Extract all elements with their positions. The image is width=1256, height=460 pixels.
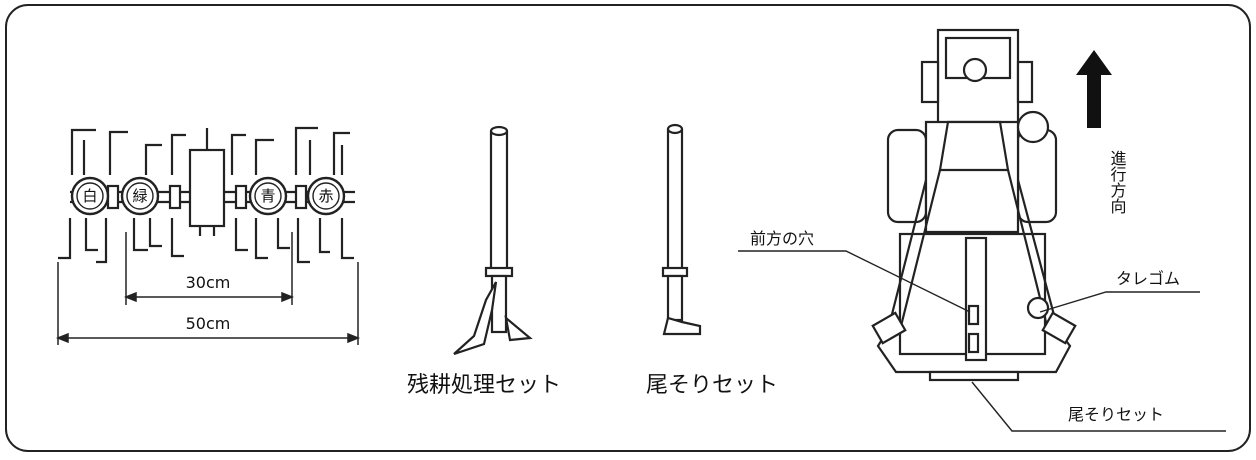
wheel-red [306,176,346,216]
callout-lines [738,250,1226,432]
dimension-lines [55,232,361,345]
tare-gum-label: タレゴム [1116,269,1180,288]
dim-label-30cm: 30cm [186,273,231,292]
outer-frame [5,4,1251,452]
wheel-white [70,176,110,216]
machine-illustration [871,28,1077,382]
tail-set-illustration [661,123,702,336]
wheel-blue [248,176,288,216]
machine-tail-set-label: 尾そりセット [1068,405,1164,424]
cultivator-illustration [58,126,355,264]
direction-arrow-icon [1076,50,1112,128]
wheel-label-green: 緑 [132,187,147,205]
dim-label-50cm: 50cm [186,314,231,333]
wheel-label-white: 白 [82,187,97,205]
wheel-label-blue: 青 [260,187,275,205]
wheel-label-red: 赤 [318,187,333,205]
tail-set-caption: 尾そりセット [646,373,778,398]
wheel-green [120,176,160,216]
front-hole-label: 前方の穴 [750,229,814,248]
residue-set-caption: 残耕処理セット [407,373,561,398]
direction-label: 進行方向 [1108,150,1127,214]
residue-set-illustration [453,125,533,356]
